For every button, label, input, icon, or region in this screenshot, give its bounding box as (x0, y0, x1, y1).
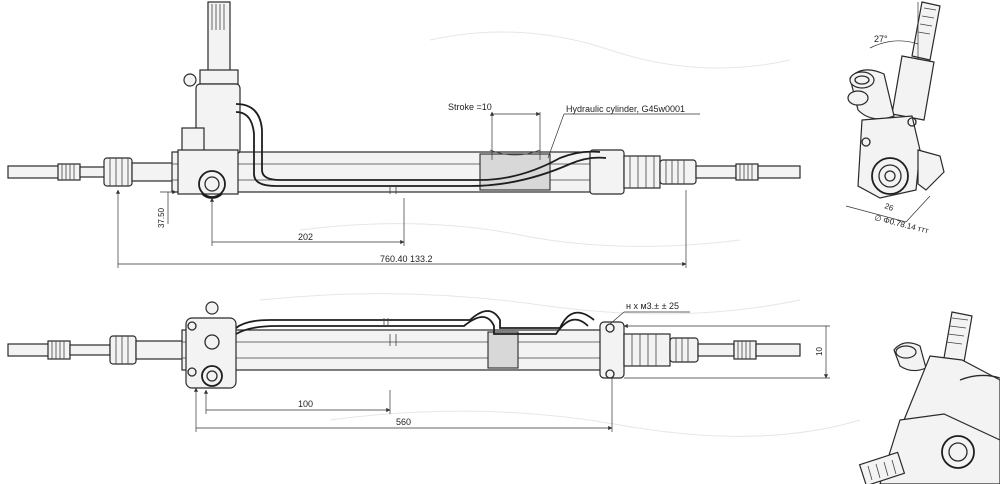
hydraulic-lines-bottom (235, 310, 595, 346)
bottom-view: н х м3.± ± 25 10 100 560 (7, 301, 830, 432)
right-tie-rod-bottom (669, 337, 801, 363)
left-tie-rod-top (7, 157, 175, 187)
right-tie-rod-top (659, 159, 801, 185)
dim-560: 560 (396, 417, 411, 427)
dim-202: 202 (298, 232, 313, 242)
isometric-view (858, 311, 1000, 484)
dim-37-50: 37.50 (157, 207, 166, 228)
dim-10: 10 (815, 347, 824, 356)
dim-26: 26 (883, 201, 895, 213)
stroke-label: Stroke =10 (448, 102, 492, 112)
top-view: Stroke =10 Hydraulic cylinder, G45w0001 … (7, 1, 801, 268)
thread-label: н х м3.± ± 25 (626, 301, 679, 311)
rack-housing-bottom (181, 321, 671, 379)
hydraulic-cylinder-label: Hydraulic cylinder, G45w0001 (566, 104, 685, 114)
rack-housing-top (171, 149, 661, 195)
background-watermark (259, 31, 861, 437)
dim-100: 100 (298, 399, 313, 409)
dim-overall: 760.40 133.2 (380, 254, 433, 264)
pinion-valve-top (177, 1, 241, 199)
angle-label: 27° (874, 34, 888, 44)
diameter-label: ∅ Φ0.78.14 ттт (874, 213, 930, 235)
side-view: 27° 26 ∅ Φ0.78.14 ттт (845, 1, 945, 235)
valve-body-bottom (185, 301, 237, 389)
left-tie-rod-bottom (7, 335, 185, 365)
